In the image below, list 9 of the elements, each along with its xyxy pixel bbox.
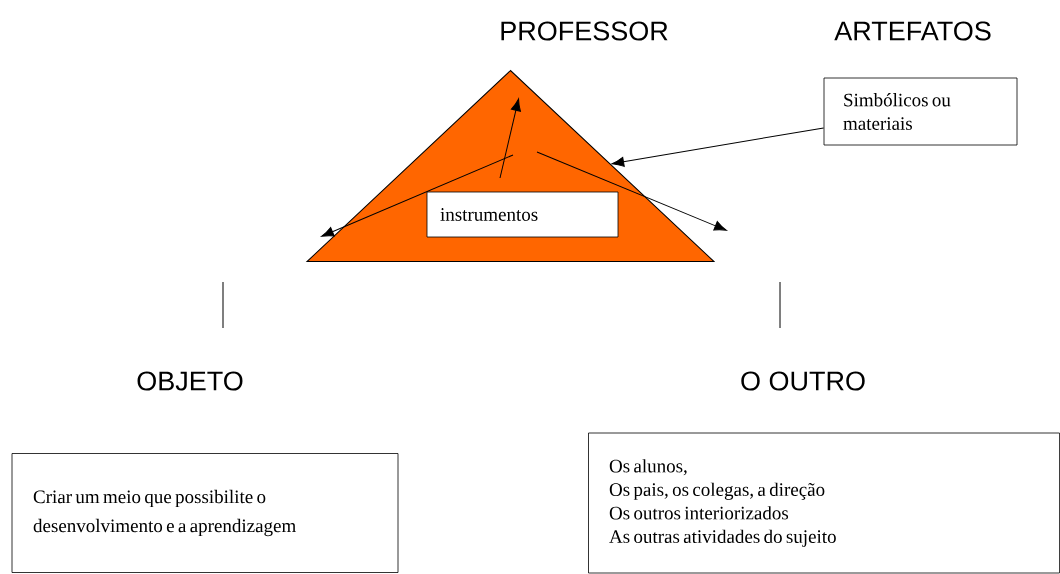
label: OBJETO xyxy=(137,371,243,391)
label: O OUTRO xyxy=(741,371,865,391)
text-box: Os alunos, Os pais, os colegas, a direção Os outros interiorizados As outras atividades do sujeito xyxy=(588,432,1060,574)
text-box: instrumentos xyxy=(426,191,619,238)
text-box: Criar um meio que possibilite o desenvolvimento e a aprendizagem xyxy=(11,453,399,573)
arrow xyxy=(611,127,825,167)
text-box: Simbólicos ou materiais xyxy=(823,77,1018,146)
heading: ARTEFATOS xyxy=(834,21,991,41)
heading: PROFESSOR xyxy=(501,21,668,41)
